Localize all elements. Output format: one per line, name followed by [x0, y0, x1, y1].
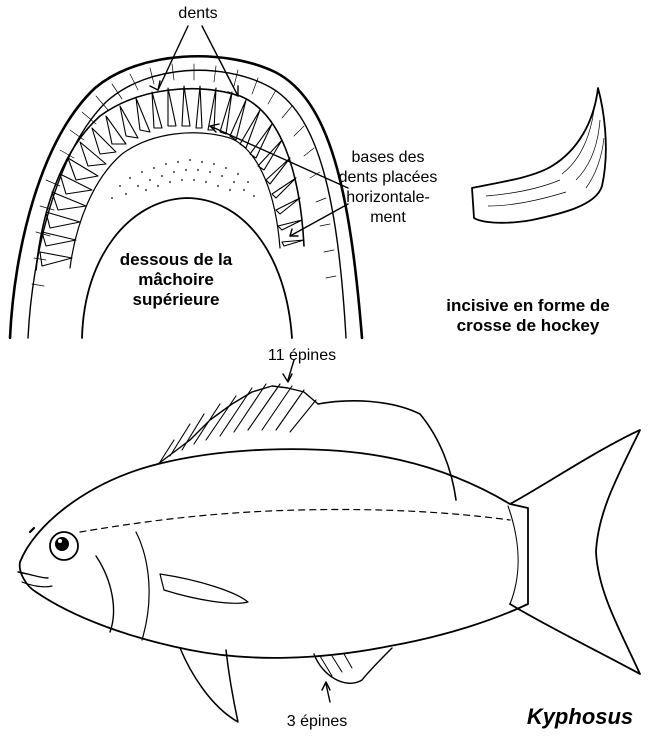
label-dents: dents	[168, 4, 228, 24]
label-bases-line-1: bases des	[318, 148, 458, 168]
label-incisive-line-1: incisive en forme de	[418, 296, 638, 316]
label-bases-line-4: ment	[318, 208, 458, 228]
label-incisive-line-2: crosse de hockey	[418, 316, 638, 336]
pectoral-fin	[160, 574, 248, 603]
gill-cover	[96, 556, 114, 632]
label-bases-line-3: horizontale-	[318, 188, 458, 208]
label-bases-dents: bases des dents placées horizontale- men…	[318, 148, 458, 228]
label-dessous-line-3: supérieure	[86, 290, 266, 310]
lateral-line	[80, 509, 510, 532]
fish-drawing	[18, 360, 640, 722]
label-dessous-line-2: mâchoire	[86, 270, 266, 290]
nostril	[30, 528, 34, 532]
teeth-row-inner	[70, 133, 280, 268]
palate-stipple	[111, 159, 255, 199]
label-incisive: incisive en forme de crosse de hockey	[418, 296, 638, 336]
label-bases-line-2: dents placées	[318, 168, 458, 188]
pelvic-fin	[180, 648, 238, 722]
caudal-fin	[510, 430, 640, 674]
dorsal-spines	[160, 384, 316, 462]
incisor-tooth	[472, 88, 606, 223]
label-dessous-line-1: dessous de la	[86, 250, 266, 270]
label-dessous-machoire: dessous de la mâchoire supérieure	[86, 250, 266, 310]
caudal-fin-base	[508, 506, 518, 604]
eye-pupil	[55, 537, 69, 551]
spiny-dorsal-fin	[158, 386, 318, 464]
operculum	[136, 532, 149, 640]
label-genus-kyphosus: Kyphosus	[510, 704, 650, 730]
eye-highlight	[58, 539, 62, 543]
label-11-epines: 11 épines	[252, 346, 352, 366]
label-3-epines: 3 épines	[272, 712, 362, 732]
anal-spines	[320, 654, 352, 676]
